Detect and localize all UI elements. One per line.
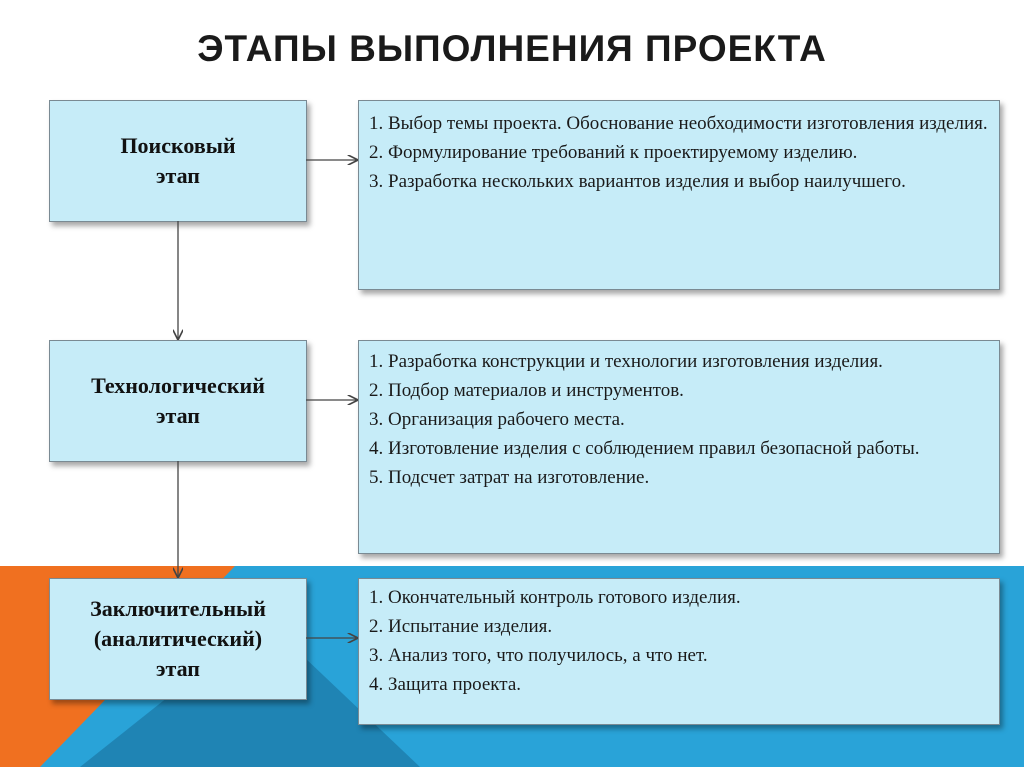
stage-details-search: 1. Выбор темы проекта. Обоснование необх…	[358, 100, 1000, 290]
list-item: 3. Организация рабочего места.	[369, 409, 625, 430]
stage-box-final: Заключительный (аналитический) этап	[49, 578, 307, 700]
stage-label-line: этап	[156, 656, 200, 681]
list-item: 2. Формулирование требований к проектиру…	[369, 142, 858, 163]
stage-label-line: (аналитический)	[93, 626, 263, 651]
list-item: 1. Разработка конструкции и технологии и…	[369, 351, 883, 372]
stage-box-search: Поисковый этап	[49, 100, 307, 222]
list-item: 1. Окончательный контроль готового издел…	[369, 587, 741, 608]
stage-details-technological: 1. Разработка конструкции и технологии и…	[358, 340, 1000, 554]
page-title: ЭТАПЫ ВЫПОЛНЕНИЯ ПРОЕКТА	[197, 28, 827, 69]
stage-label-line: этап	[156, 163, 200, 188]
list-item: 1. Выбор темы проекта. Обоснование необх…	[369, 113, 988, 134]
list-item: 4. Изготовление изделия с соблюдением пр…	[369, 438, 920, 459]
stage-box-technological: Технологический этап	[49, 340, 307, 462]
stage-details-final: 1. Окончательный контроль готового издел…	[358, 578, 1000, 725]
list-item: 2. Подбор материалов и инструментов.	[369, 380, 684, 401]
stage-label-line: Заключительный	[90, 596, 266, 621]
stage-label-line: Технологический	[91, 373, 265, 398]
list-item: 5. Подсчет затрат на изготовление.	[369, 467, 650, 488]
stage-label-line: этап	[156, 403, 200, 428]
stage-label-line: Поисковый	[120, 133, 236, 158]
list-item: 4. Защита проекта.	[369, 674, 521, 695]
list-item: 2. Испытание изделия.	[369, 616, 553, 637]
list-item: 3. Разработка нескольких вариантов издел…	[369, 171, 906, 192]
list-item: 3. Анализ того, что получилось, а что не…	[369, 645, 708, 666]
